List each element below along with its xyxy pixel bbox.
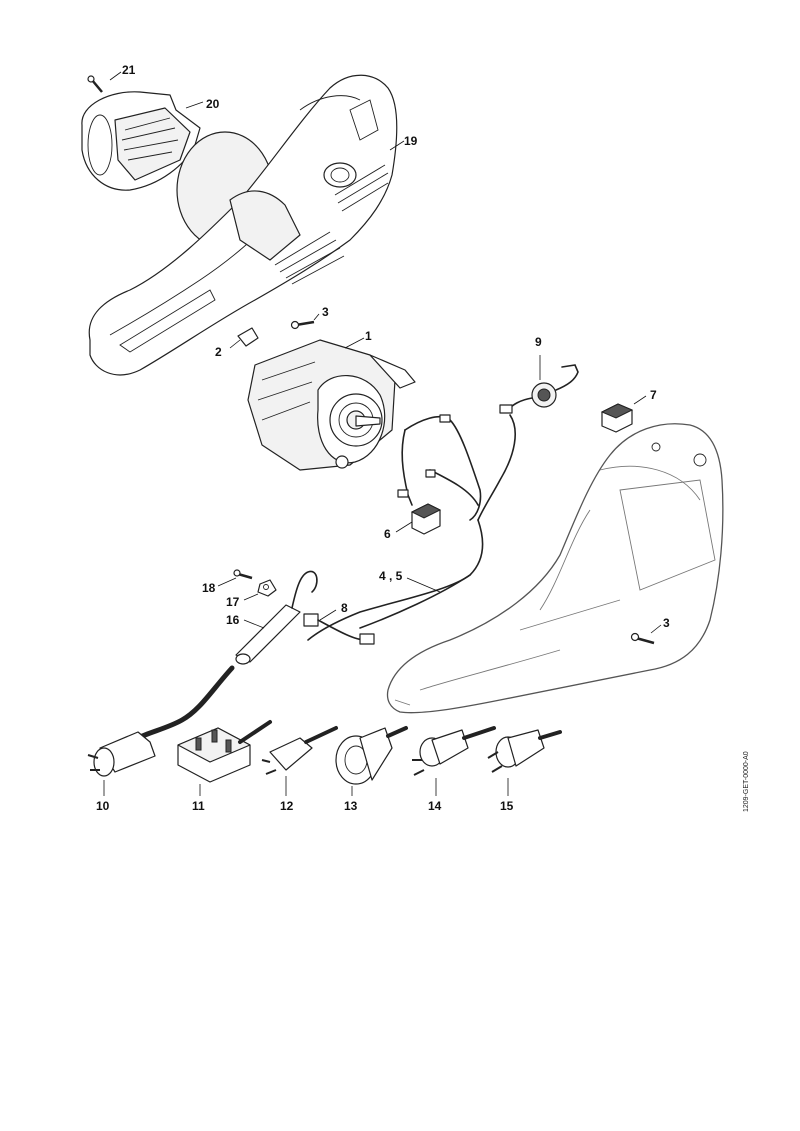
label-8: 8 [341, 601, 348, 615]
leader-lines [103, 71, 662, 796]
part-8-connector [303, 613, 375, 645]
part-9-switch [499, 364, 579, 414]
part-19-housing-half [88, 74, 398, 376]
part-13-plug-round [335, 726, 408, 785]
part-12-plug-flat [261, 726, 338, 775]
label-7: 7 [650, 388, 657, 402]
part-1-motor [247, 339, 416, 471]
part-6-micro-switch [410, 503, 442, 535]
label-20: 20 [206, 97, 220, 111]
label-1: 1 [365, 329, 372, 343]
label-4-5: 4 , 5 [379, 569, 403, 583]
right-housing-half [386, 423, 724, 714]
label-9: 9 [535, 335, 542, 349]
label-12: 12 [280, 799, 294, 813]
label-11: 11 [192, 799, 205, 813]
label-17: 17 [226, 595, 240, 609]
part-20-front-cover [81, 91, 201, 191]
label-19: 19 [404, 134, 418, 148]
part-17-cord-clamp [257, 579, 277, 597]
part-3-screw-upper [290, 320, 315, 330]
part-7-switch-block [600, 403, 634, 433]
label-15: 15 [500, 799, 514, 813]
drawing-code: 1209-GET-0000-A0 [743, 751, 750, 812]
label-13: 13 [344, 799, 358, 813]
label-10: 10 [96, 799, 110, 813]
part-4-5-wiring-harness [307, 414, 516, 641]
label-6: 6 [384, 527, 391, 541]
part-11-plug-uk [177, 720, 272, 783]
part-16-strain-relief [235, 570, 318, 665]
part-14-plug-dk [412, 726, 496, 776]
label-21: 21 [122, 63, 136, 77]
part-2-clip [237, 327, 259, 347]
label-3-upper: 3 [322, 305, 329, 319]
part-10-plug-eu [87, 731, 156, 777]
label-14: 14 [428, 799, 442, 813]
label-16: 16 [226, 613, 240, 627]
part-3-screw-lower [630, 632, 655, 645]
part-21-screw [87, 75, 103, 93]
part-18-screw [233, 569, 253, 580]
part-15-plug-au [487, 729, 562, 773]
label-18: 18 [202, 581, 216, 595]
power-cord [135, 665, 235, 741]
label-2: 2 [215, 345, 222, 359]
label-3-lower: 3 [663, 616, 670, 630]
